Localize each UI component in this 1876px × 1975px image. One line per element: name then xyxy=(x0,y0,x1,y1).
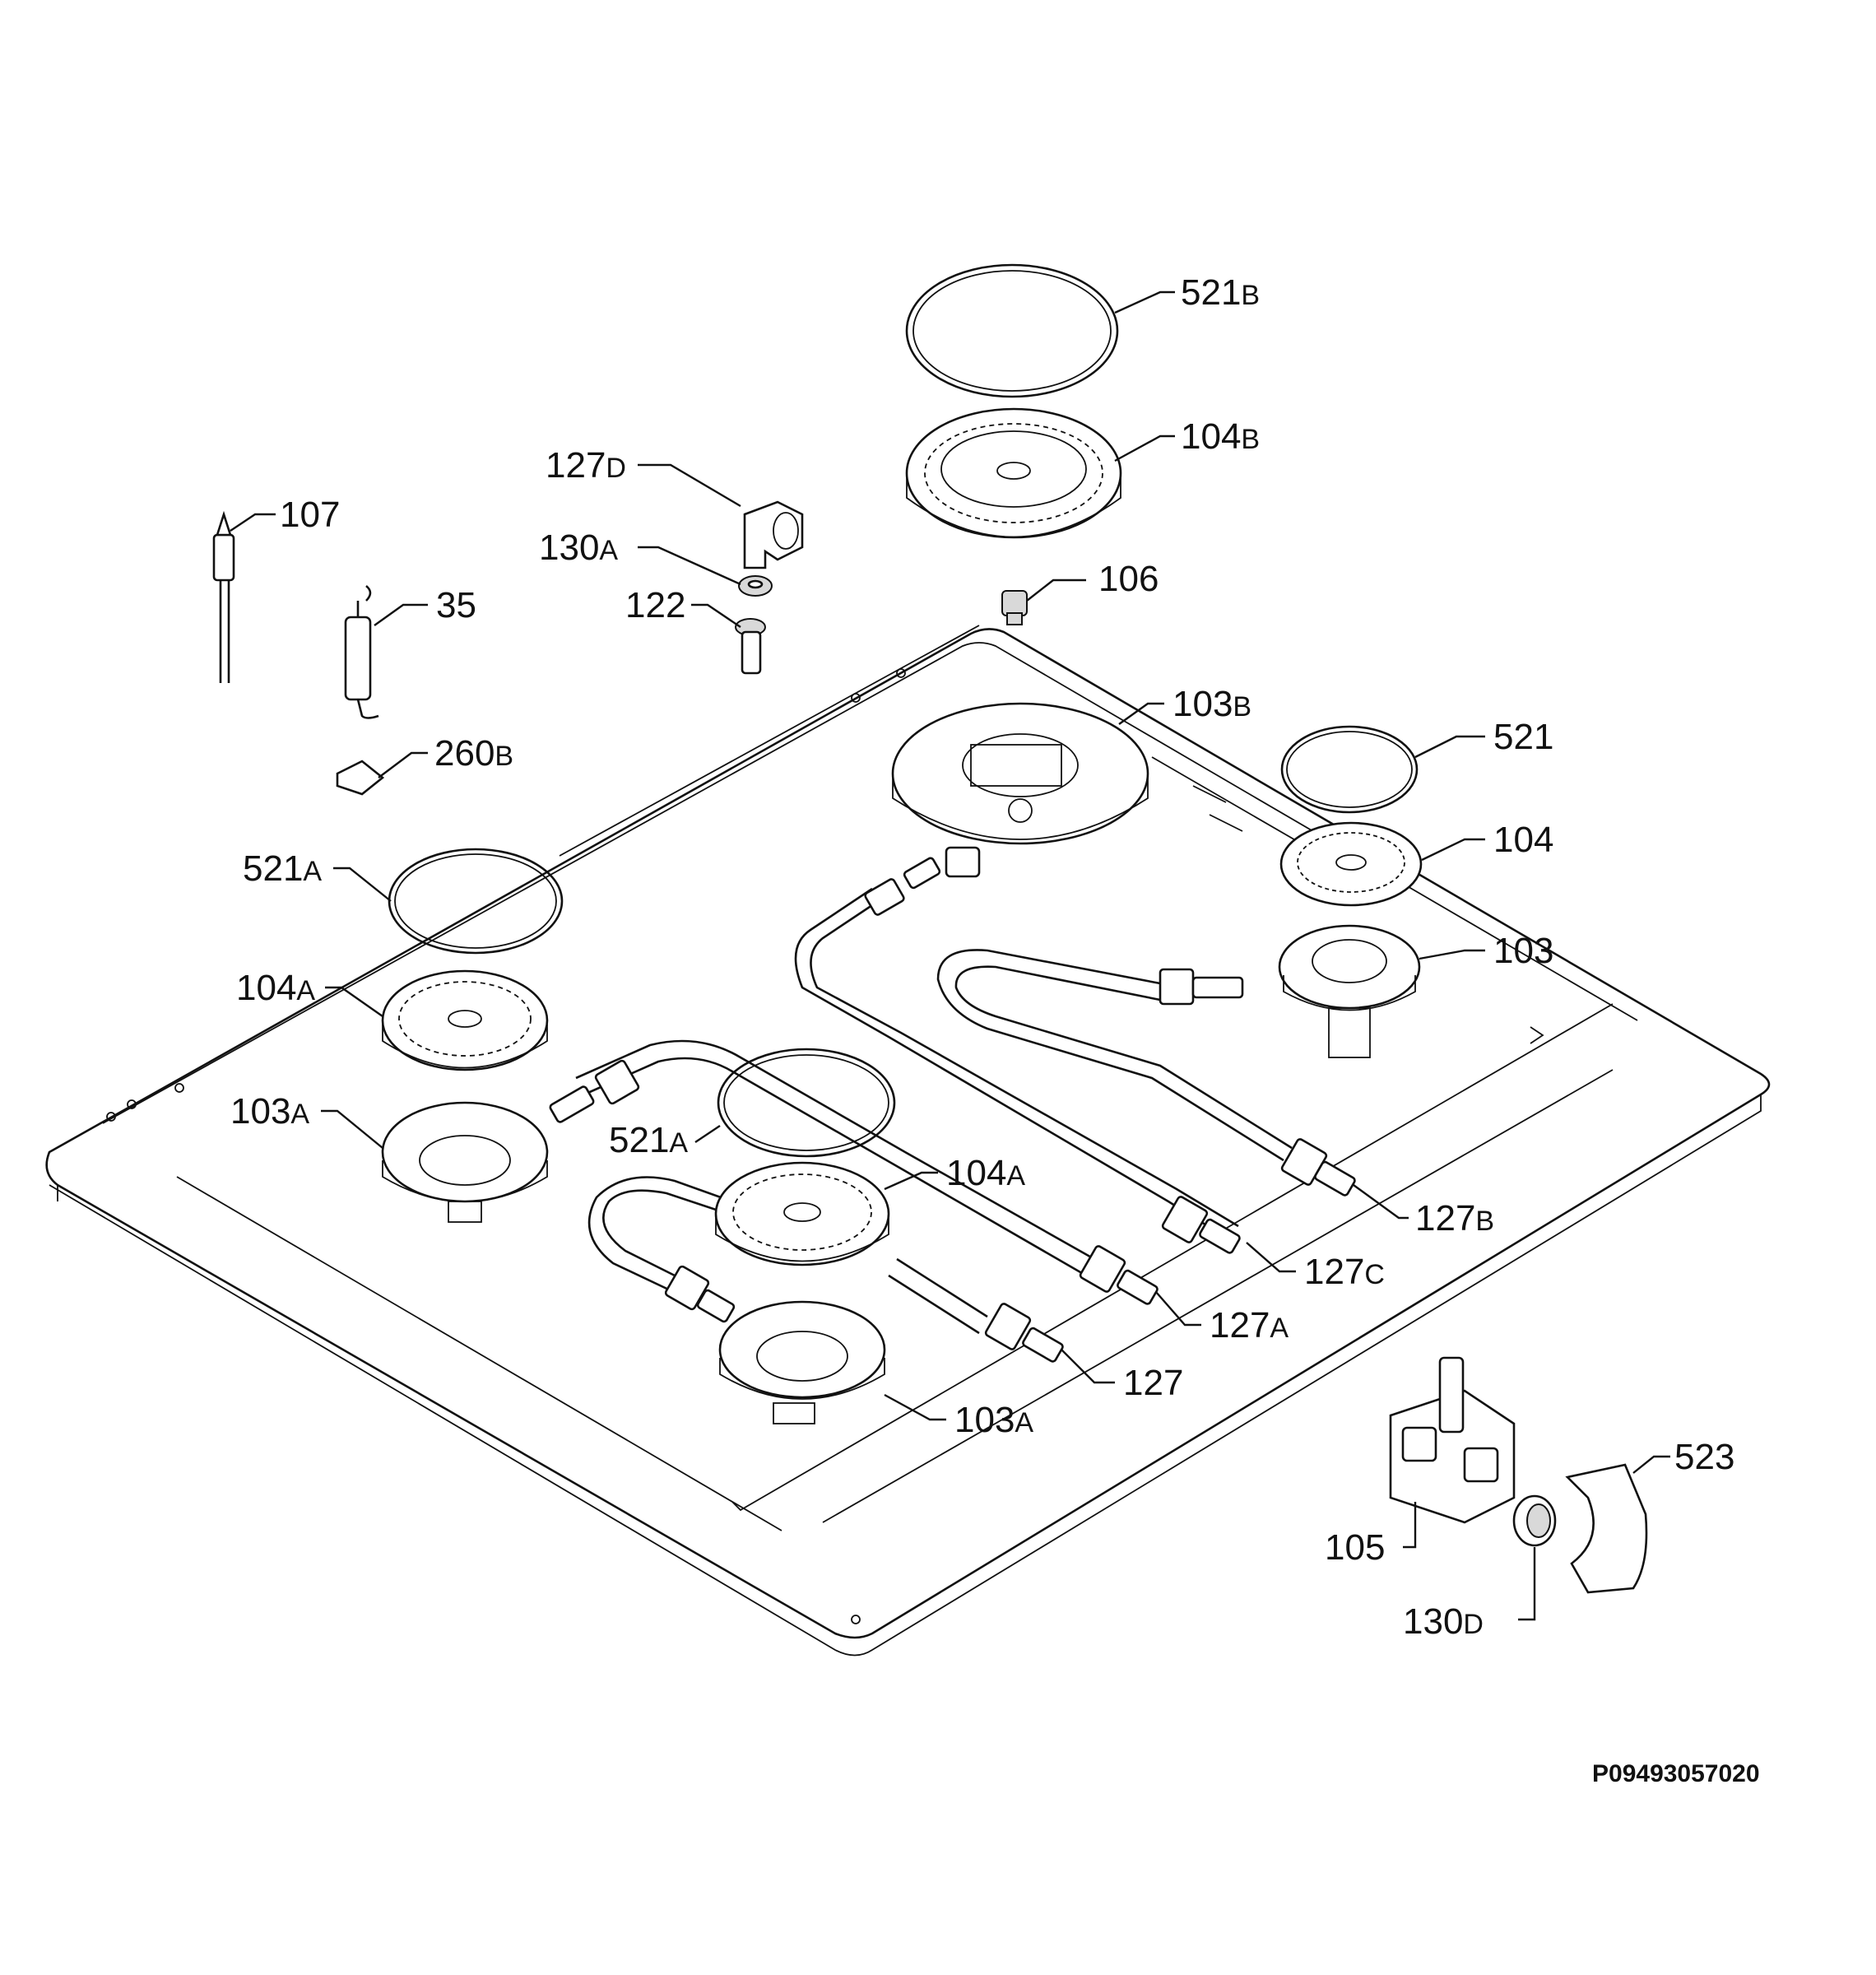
label-127: 127 xyxy=(1123,1363,1183,1403)
label-122: 122 xyxy=(625,585,685,625)
connector-103b xyxy=(864,857,941,916)
label-523: 523 xyxy=(1674,1437,1734,1477)
label-521a-lower: 521A xyxy=(609,1120,688,1160)
label-521a-left: 521A xyxy=(243,848,322,889)
label-35: 35 xyxy=(436,585,476,625)
burner-base-103a-lower xyxy=(718,1300,886,1424)
connector-103 xyxy=(1159,968,1244,1006)
flame-spreader-104a-left xyxy=(381,969,549,1071)
elbow-127d xyxy=(743,500,804,569)
pipe-connectors xyxy=(549,857,1356,1363)
label-127a: 127A xyxy=(1210,1305,1289,1345)
burner-base-103a-left xyxy=(381,1101,549,1223)
connector-127 xyxy=(984,1303,1064,1363)
leader-lines xyxy=(230,290,1670,1621)
injector-106 xyxy=(1001,590,1028,625)
label-127c: 127C xyxy=(1304,1252,1385,1292)
burner-base-103 xyxy=(1278,924,1421,1058)
document-code: P09493057020 xyxy=(1592,1760,1760,1787)
bracket-523 xyxy=(1565,1463,1648,1594)
washer-130a xyxy=(738,575,773,597)
label-103: 103 xyxy=(1493,931,1553,971)
label-107: 107 xyxy=(280,495,340,535)
label-103a-lower: 103A xyxy=(954,1400,1033,1440)
label-104a-lower: 104A xyxy=(946,1153,1025,1193)
connector-103a-left xyxy=(549,1059,640,1123)
clip-260b xyxy=(336,760,385,796)
connector-lower-burner xyxy=(664,1265,736,1323)
flame-spreader-104 xyxy=(1279,821,1423,907)
burner-cap-521 xyxy=(1280,725,1419,814)
part-labels: 521B 104B 127D 107 130A 35 122 106 103B … xyxy=(230,272,1760,1787)
gas-pipes xyxy=(575,887,1293,1335)
label-103a-left: 103A xyxy=(230,1091,309,1132)
flame-spreader-104b xyxy=(905,407,1122,539)
label-130a: 130A xyxy=(539,527,618,568)
burner-cap-521b xyxy=(905,263,1119,398)
spark-electrode-35 xyxy=(344,584,379,719)
label-105: 105 xyxy=(1325,1527,1385,1568)
label-260b: 260B xyxy=(434,733,513,774)
label-104: 104 xyxy=(1493,820,1553,860)
label-103b: 103B xyxy=(1172,684,1251,724)
nozzle-122 xyxy=(735,618,766,675)
gas-tap-105 xyxy=(1389,1356,1516,1524)
label-521: 521 xyxy=(1493,717,1553,757)
label-130d: 130D xyxy=(1403,1601,1484,1642)
label-106: 106 xyxy=(1098,559,1159,599)
burner-base-103b xyxy=(891,702,1149,878)
burner-cap-521a-left xyxy=(388,848,564,955)
label-127d: 127D xyxy=(546,445,626,486)
label-104b: 104B xyxy=(1181,416,1260,457)
label-127b: 127B xyxy=(1415,1198,1494,1238)
flame-spreader-104a-lower xyxy=(714,1161,890,1266)
thermocouple-107 xyxy=(212,510,235,683)
hob-plate xyxy=(45,625,1771,1657)
burner-cap-521a-lower xyxy=(717,1048,896,1158)
connector-127a xyxy=(1079,1245,1159,1305)
label-104a-left: 104A xyxy=(236,968,315,1008)
seal-130d xyxy=(1512,1494,1557,1547)
connector-127c xyxy=(1161,1196,1241,1254)
label-521b: 521B xyxy=(1181,272,1260,313)
connector-127b xyxy=(1280,1138,1356,1197)
